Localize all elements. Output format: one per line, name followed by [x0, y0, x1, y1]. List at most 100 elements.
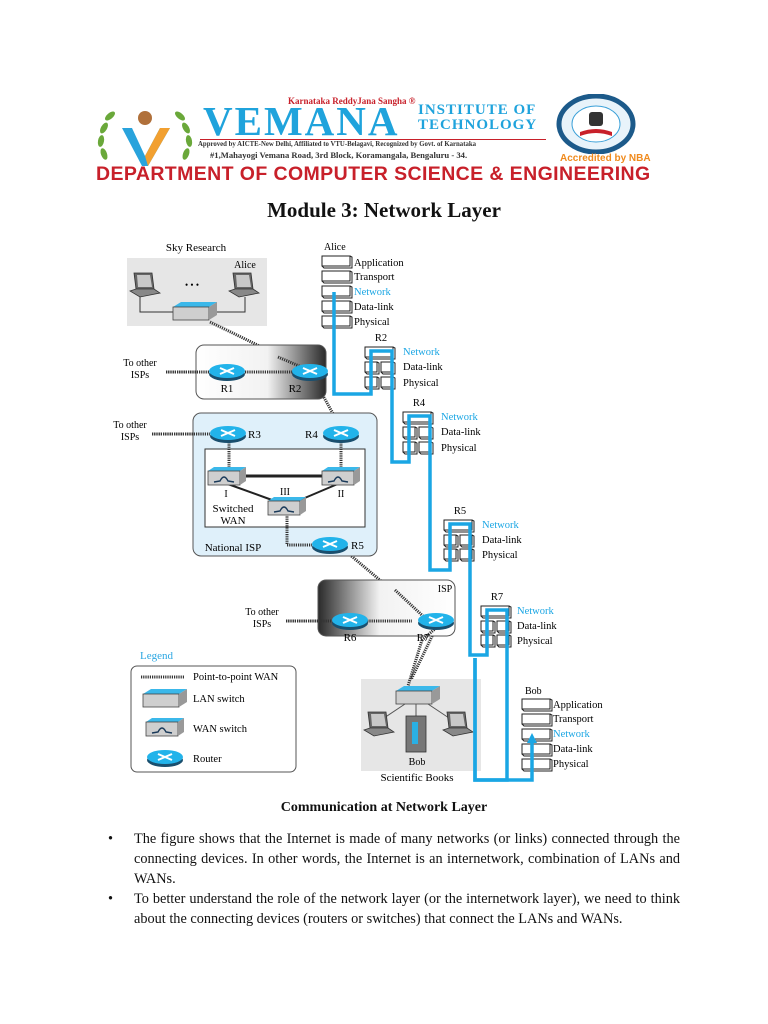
isps-label: ISPs: [253, 619, 271, 630]
r7-stack-label: R7: [491, 592, 503, 603]
isps-label: ISPs: [131, 370, 149, 381]
regional-isp: R1 R2 To other ISPs: [123, 344, 329, 400]
r5-stack: R5 Network Data-link Physical: [443, 506, 522, 562]
wan-switch-i-icon: [207, 466, 247, 486]
wan-switch-iii-icon: [267, 496, 307, 516]
r7-layer-network: Network: [517, 606, 554, 617]
r4-layer-data-link: Data-link: [441, 427, 481, 438]
bob-stack: Bob Application Transport Network Data-l…: [521, 686, 603, 772]
router-r4-icon: [322, 425, 360, 444]
alice-stack: Alice Application Transport Network Data…: [321, 242, 404, 329]
institute-line1: INSTITUTE OF: [418, 102, 537, 118]
national-isp-label: National ISP: [205, 542, 262, 554]
switch-ii-label: II: [338, 489, 345, 500]
bob-stack-label: Bob: [525, 686, 542, 697]
bob-layer-application: Application: [553, 700, 603, 711]
institute-logo-icon: [97, 111, 193, 166]
layer-application: Application: [354, 258, 404, 269]
lan-switch-icon: [172, 301, 218, 321]
router-r3-icon: [209, 425, 247, 444]
router-r5-icon: [311, 536, 349, 555]
wan-label: WAN: [220, 515, 245, 527]
router-r6-label: R6: [344, 632, 357, 644]
server-icon: [405, 715, 427, 753]
legend-lan-switch: LAN switch: [193, 694, 245, 705]
router-r1-label: R1: [221, 383, 234, 395]
r2-layer-data-link: Data-link: [403, 362, 443, 373]
page-title: Module 3: Network Layer: [267, 198, 501, 222]
router-r7-icon: [417, 612, 455, 631]
nba-accreditation: Accredited by NBA: [560, 153, 651, 164]
r7-layer-physical: Physical: [517, 636, 553, 647]
ellipsis-label: • • •: [185, 280, 199, 290]
institute-line2: TECHNOLOGY: [418, 117, 538, 133]
to-other-label: To other: [113, 420, 147, 431]
isp-label: ISP: [438, 584, 453, 595]
alice-stack-label: Alice: [324, 242, 346, 253]
legend-lan-switch-icon: [142, 688, 188, 708]
figure-caption: Communication at Network Layer: [280, 800, 488, 815]
r2-layer-network: Network: [403, 347, 440, 358]
router-r3-label: R3: [248, 429, 261, 441]
r4-stack-label: R4: [413, 398, 426, 409]
bullet-item: To better understand the role of the net…: [108, 889, 680, 929]
r4-stack: R4 Network Data-link Physical: [402, 398, 481, 455]
legend-wan-switch-icon: [145, 717, 185, 737]
r7-stack: R7 Network Data-link Physical: [480, 592, 557, 648]
r4-layer-physical: Physical: [441, 443, 477, 454]
switch-iii-label: III: [280, 487, 290, 498]
bullet-list: The figure shows that the Internet is ma…: [108, 829, 680, 929]
legend-point-to-point-wan: Point-to-point WAN: [193, 672, 279, 683]
router-r2-icon: [291, 363, 329, 382]
layer-data-link: Data-link: [354, 302, 394, 313]
bob-layer-physical: Physical: [553, 759, 589, 770]
approval-text: Approved by AICTE-New Delhi, Affiliated …: [198, 141, 477, 148]
national-isp: R3 R4 R5 I II III Switched WAN National …: [113, 412, 378, 557]
legend: Legend Point-to-point WAN LAN switch WAN…: [130, 650, 297, 773]
r5-stack-label: R5: [454, 506, 466, 517]
bob-layer-data-link: Data-link: [553, 744, 593, 755]
sky-research-lan: Sky Research Alice • • •: [127, 242, 267, 326]
r2-layer-physical: Physical: [403, 378, 439, 389]
bob-layer-network: Network: [553, 729, 590, 740]
alice-host-label: Alice: [234, 260, 256, 271]
to-other-label: To other: [245, 607, 279, 618]
legend-title: Legend: [140, 650, 173, 662]
sangha-name: Karnataka ReddyJana Sangha ®: [288, 96, 416, 106]
scientific-books-lan: Bob Scientific Books: [361, 639, 481, 784]
switch-i-label: I: [224, 489, 227, 500]
department-name: DEPARTMENT OF COMPUTER SCIENCE & ENGINEE…: [96, 163, 651, 185]
wan-switch-ii-icon: [321, 466, 361, 486]
r5-layer-physical: Physical: [482, 550, 518, 561]
router-r5-label: R5: [351, 540, 364, 552]
institute-name: VEMANA: [203, 98, 400, 144]
address-text: #1,Mahayogi Vemana Road, 3rd Block, Kora…: [210, 150, 468, 160]
router-r4-label: R4: [305, 429, 318, 441]
r2-stack: R2 Network Data-link Physical: [364, 333, 443, 390]
department-seal-icon: [556, 94, 636, 154]
router-r2-label: R2: [289, 383, 302, 395]
lan-switch-icon: [395, 685, 441, 705]
r5-layer-network: Network: [482, 520, 519, 531]
legend-router-icon: [146, 749, 184, 768]
switched-label: Switched: [213, 503, 254, 515]
scientific-books-label: Scientific Books: [380, 772, 453, 784]
letterhead-rule: [200, 139, 546, 140]
router-r1-icon: [208, 363, 246, 382]
local-isp: R6 R7 ISP To other ISPs: [245, 579, 456, 644]
r2-stack-label: R2: [375, 333, 387, 344]
r5-layer-data-link: Data-link: [482, 535, 522, 546]
layer-transport: Transport: [354, 272, 395, 283]
isps-label: ISPs: [121, 432, 139, 443]
bob-layer-transport: Transport: [553, 714, 594, 725]
sky-research-label: Sky Research: [166, 242, 227, 254]
r4-layer-network: Network: [441, 412, 478, 423]
layer-network: Network: [354, 287, 391, 298]
router-r6-icon: [331, 612, 369, 631]
router-r7-label: R7: [417, 632, 430, 644]
r7-layer-data-link: Data-link: [517, 621, 557, 632]
to-other-label: To other: [123, 358, 157, 369]
institute-subtitle: INSTITUTE OF TECHNOLOGY: [418, 103, 537, 133]
packet-path: [332, 292, 537, 782]
bullet-item: The figure shows that the Internet is ma…: [108, 829, 680, 889]
